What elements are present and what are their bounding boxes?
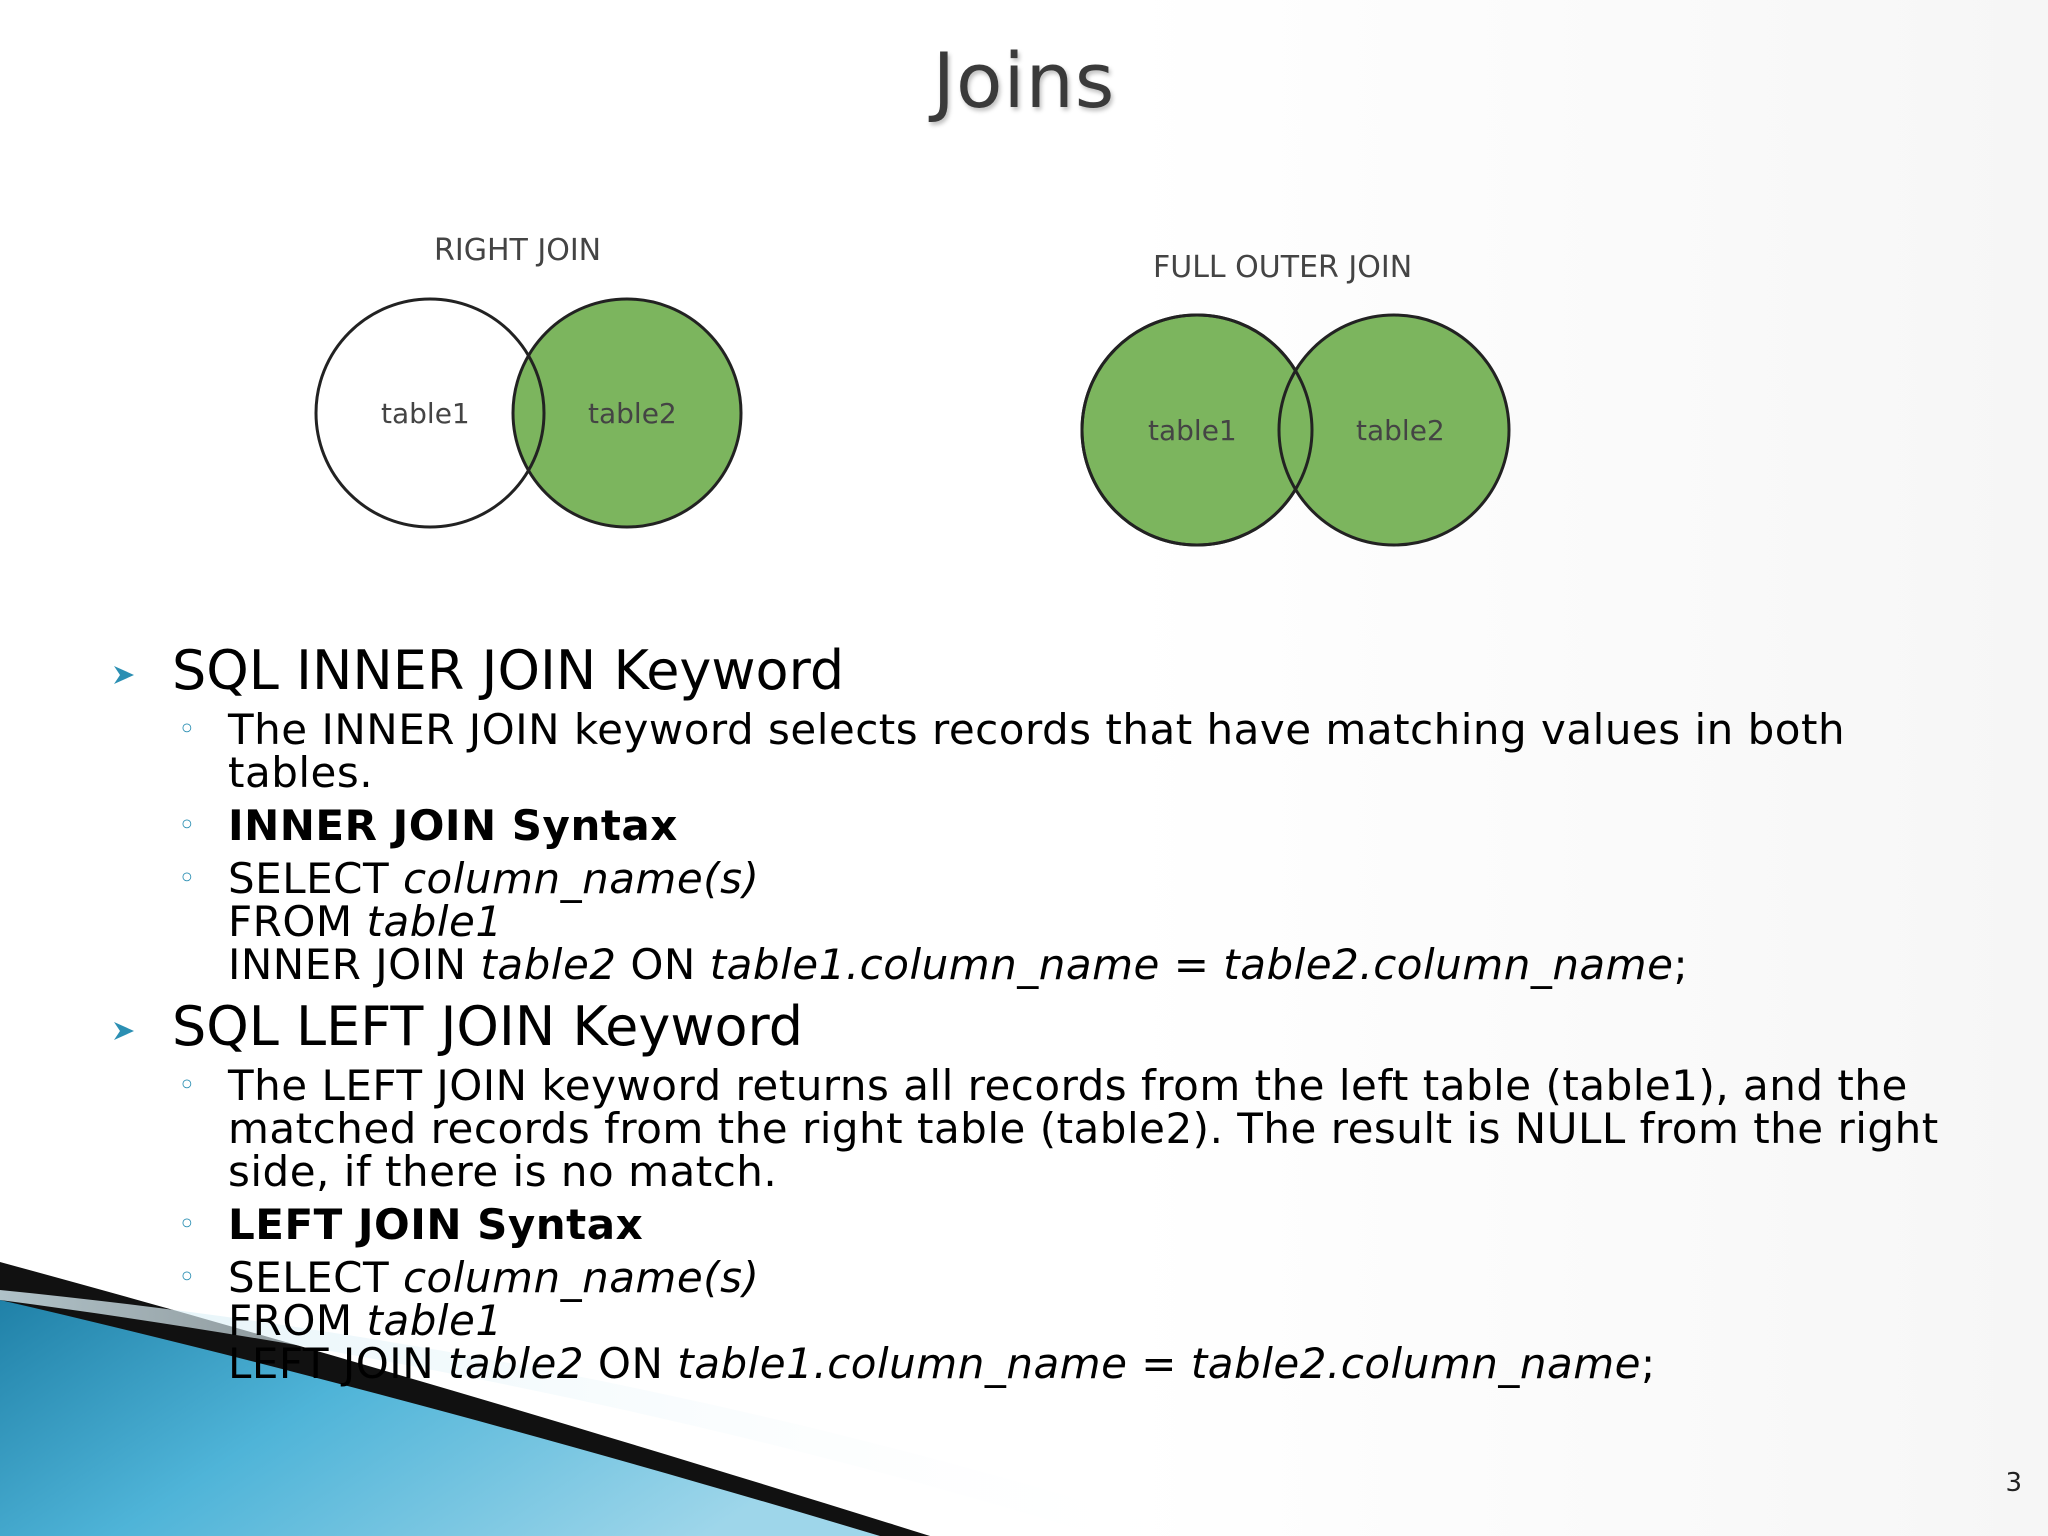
sql-keyword: ON [584, 1339, 678, 1388]
sub-bullet: ◦ LEFT JOIN Syntax [100, 1203, 2000, 1246]
sql-keyword: SELECT [228, 1253, 403, 1302]
sql-argument: table1 [366, 897, 503, 946]
venn-left-label: table1 [1148, 414, 1237, 447]
venn-left-outline [1080, 313, 1314, 547]
bullet-heading: SQL LEFT JOIN Keyword [100, 996, 2000, 1058]
sql-keyword: ON [616, 940, 710, 989]
circle-bullet-icon: ◦ [178, 861, 197, 896]
sql-keyword: SELECT [228, 854, 403, 903]
sql-terminator: ; [1673, 940, 1689, 989]
page-number: 3 [2005, 1468, 2022, 1498]
venn-title: FULL OUTER JOIN [1153, 250, 1412, 285]
sql-argument: table2 [447, 1339, 585, 1388]
sql-condition: table1.column_name = table2.column_name [709, 940, 1674, 989]
sql-terminator: ; [1641, 1339, 1656, 1388]
venn-title: RIGHT JOIN [434, 233, 601, 268]
sql-argument: column_name(s) [402, 1253, 760, 1302]
section-heading: SQL LEFT JOIN Keyword [172, 995, 804, 1058]
sql-argument: table2 [480, 940, 617, 989]
circle-bullet-icon: ◦ [178, 808, 197, 843]
venn-right-label: table2 [1356, 414, 1445, 447]
venn-right-label: table2 [588, 397, 677, 430]
section-description: The LEFT JOIN keyword returns all record… [228, 1061, 1939, 1196]
sql-condition: table1.column_name = table2.column_name [677, 1339, 1641, 1388]
venn-left-label: table1 [381, 397, 470, 430]
section-heading: SQL INNER JOIN Keyword [172, 639, 845, 702]
section-description: The INNER JOIN keyword selects records t… [228, 705, 1846, 797]
syntax-line-join: LEFT JOIN table2 ON table1.column_name =… [228, 1342, 2000, 1385]
arrow-bullet-icon [114, 666, 134, 684]
sql-keyword: LEFT JOIN [228, 1339, 448, 1388]
syntax-heading: LEFT JOIN Syntax [228, 1200, 644, 1249]
venn-left-circle [314, 297, 546, 529]
circle-bullet-icon: ◦ [178, 1260, 197, 1295]
sql-keyword: FROM [228, 1296, 367, 1345]
venn-diagram-full-outer-join: FULL OUTER JOIN table1 table2 [1080, 250, 1511, 547]
arrow-bullet-icon [114, 1022, 134, 1040]
wave-light-band [0, 1290, 1200, 1536]
venn-right-circle [1277, 313, 1511, 547]
syntax-line-join: INNER JOIN table2 ON table1.column_name … [228, 943, 2000, 986]
circle-bullet-icon: ◦ [178, 712, 197, 747]
circle-bullet-icon: ◦ [178, 1068, 197, 1103]
sql-argument: column_name(s) [402, 854, 760, 903]
venn-right-circle [511, 297, 743, 529]
venn-diagram-right-join: RIGHT JOIN table1 table2 [314, 233, 743, 529]
sub-bullet: ◦ INNER JOIN Syntax [100, 804, 2000, 847]
slide-title: Joins [932, 36, 1116, 125]
sub-bullet: ◦ The LEFT JOIN keyword returns all reco… [100, 1064, 2000, 1193]
syntax-line-from: FROM table1 [228, 1299, 2000, 1342]
syntax-line-from: FROM table1 [228, 900, 2000, 943]
syntax-line-select: SELECT column_name(s) [228, 1256, 2000, 1299]
sql-argument: table1 [366, 1296, 503, 1345]
syntax-line-select: SELECT column_name(s) [228, 857, 2000, 900]
sub-bullet-syntax: ◦ SELECT column_name(s) FROM table1 INNE… [100, 857, 2000, 986]
sql-keyword: INNER JOIN [228, 940, 481, 989]
slide-content: SQL INNER JOIN Keyword ◦ The INNER JOIN … [100, 640, 2000, 1395]
circle-bullet-icon: ◦ [178, 1207, 197, 1242]
syntax-heading: INNER JOIN Syntax [228, 801, 678, 850]
sql-keyword: FROM [228, 897, 367, 946]
sub-bullet: ◦ The INNER JOIN keyword selects records… [100, 708, 2000, 794]
bullet-heading: SQL INNER JOIN Keyword [100, 640, 2000, 702]
sub-bullet-syntax: ◦ SELECT column_name(s) FROM table1 LEFT… [100, 1256, 2000, 1385]
